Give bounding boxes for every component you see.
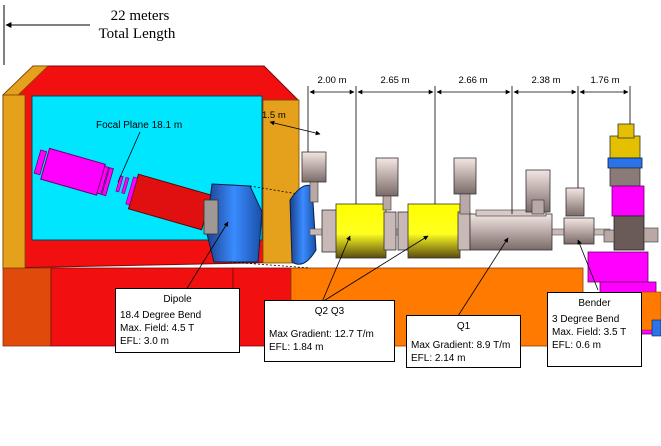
dipole-housing — [2, 65, 300, 269]
bender-field: Max. Field: 3.5 T — [552, 327, 627, 338]
q2-vacuum-pump — [375, 157, 399, 211]
q2-quadrupole — [397, 203, 471, 259]
q3-vacuum-pump — [301, 151, 327, 203]
q1-cryostat — [525, 169, 551, 215]
spacing-label-2: 2.65 m — [380, 75, 409, 86]
bender-efl: EFL: 0.6 m — [552, 340, 601, 351]
spacing-label-5: 1.76 m — [590, 75, 619, 86]
spacing-label-3: 2.66 m — [458, 75, 487, 86]
q2q3-title: Q2 Q3 — [314, 306, 345, 317]
spacing-dimensions — [269, 86, 631, 214]
q1-efl: EFL: 2.14 m — [411, 353, 466, 364]
dipole-title: Dipole — [163, 294, 192, 305]
callout-pointers — [185, 221, 599, 317]
focal-plane-detector — [33, 147, 114, 197]
drift-length-label: 1.5 m — [262, 110, 286, 121]
dipole-efl: EFL: 3.0 m — [120, 336, 169, 347]
q3-entrance-bell — [289, 184, 317, 265]
dipole-pole — [203, 183, 263, 263]
bender-bend: 3 Degree Bend — [552, 314, 620, 325]
spacing-label-4: 2.38 m — [531, 75, 560, 86]
q2q3-efl: EFL: 1.84 m — [269, 342, 324, 353]
q2q3-callout: Q2 Q3 Max Gradient: 12.7 T/m EFL: 1.84 m — [264, 300, 395, 362]
q1-vacuum-pump — [453, 157, 477, 215]
total-length-value: 22 meters — [111, 8, 170, 24]
q1-callout: Q1 Max Gradient: 8.9 T/m EFL: 2.14 m — [406, 315, 521, 368]
bender-title: Bender — [578, 298, 611, 309]
dipole-bend: 18.4 Degree Bend — [120, 310, 202, 321]
beam-envelope — [229, 185, 311, 269]
bender-magnet — [563, 187, 595, 245]
q1-quadrupole — [469, 209, 553, 251]
spacing-label-1: 2.00 m — [317, 75, 346, 86]
bender-callout: Bender 3 Degree Bend Max. Field: 3.5 T E… — [547, 292, 642, 367]
q1-gradient: Max Gradient: 8.9 T/m — [411, 340, 511, 351]
total-length-caption: Total Length — [99, 26, 176, 42]
q2q3-gradient: Max Gradient: 12.7 T/m — [269, 329, 374, 340]
focal-plane-label: Focal Plane 18.1 m — [96, 120, 182, 131]
target-chamber — [587, 123, 661, 337]
q3-quadrupole — [321, 203, 397, 259]
total-length-dimension: 22 meters Total Length — [3, 5, 176, 65]
dipole-field: Max. Field: 4.5 T — [120, 323, 195, 334]
dipole-callout: Dipole 18.4 Degree Bend Max. Field: 4.5 … — [115, 288, 240, 353]
q1-title: Q1 — [456, 321, 471, 332]
focal-plane-slits — [115, 175, 130, 194]
